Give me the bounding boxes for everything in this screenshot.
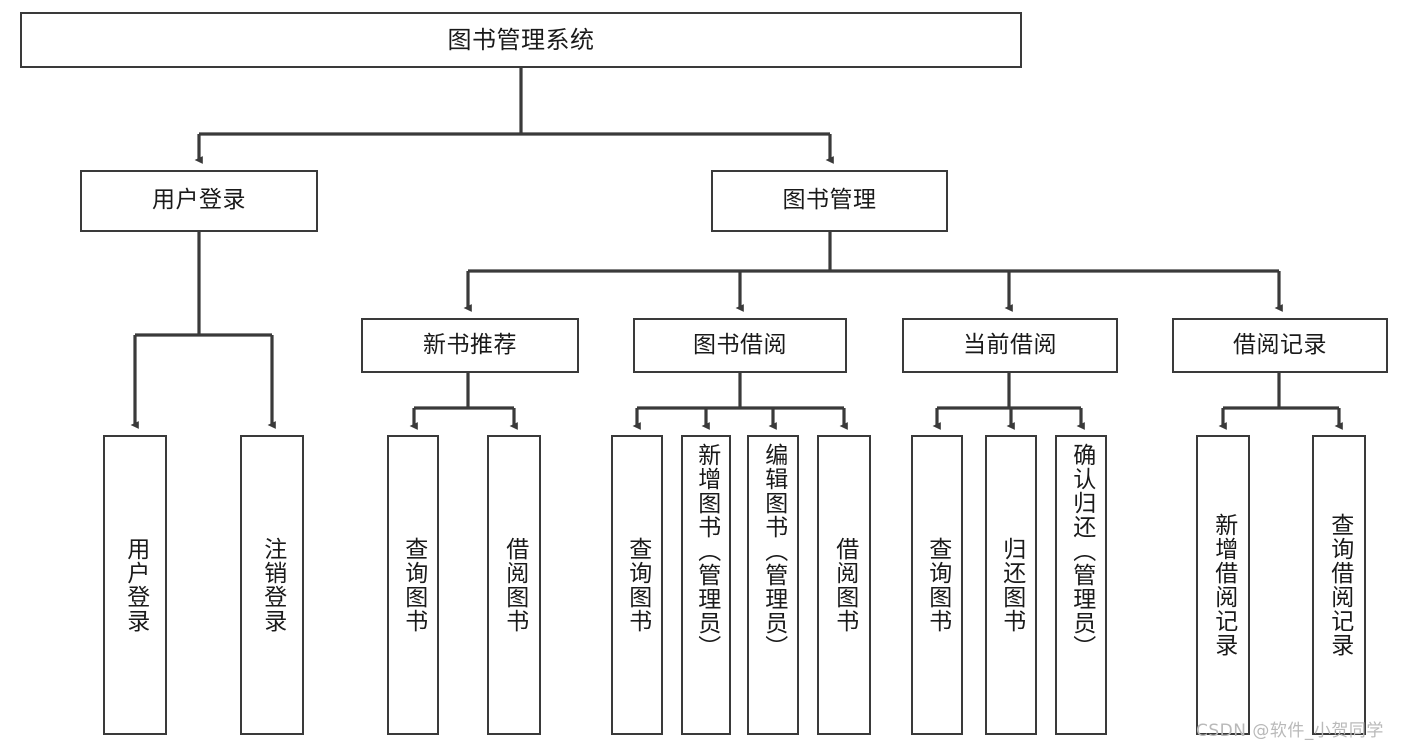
node-root-system[interactable]: 图书管理系统	[20, 12, 1022, 68]
node-leaf-query-borrow-record[interactable]: 查询借阅记录	[1312, 435, 1366, 735]
node-leaf-query-book-borrow[interactable]: 查询图书	[611, 435, 663, 735]
node-new-book-recommend[interactable]: 新书推荐	[361, 318, 579, 373]
node-leaf-borrow-book[interactable]: 借阅图书	[817, 435, 871, 735]
node-leaf-add-book-admin[interactable]: 新增图书（管理员）	[681, 435, 731, 735]
node-leaf-borrow-book-recommend[interactable]: 借阅图书	[487, 435, 541, 735]
node-leaf-confirm-return-admin[interactable]: 确认归还（管理员）	[1055, 435, 1107, 735]
csdn-watermark: CSDN @软件_小贺同学	[1196, 721, 1384, 741]
node-borrow-record[interactable]: 借阅记录	[1172, 318, 1388, 373]
node-leaf-logout[interactable]: 注销登录	[240, 435, 304, 735]
node-leaf-user-login[interactable]: 用户登录	[103, 435, 167, 735]
node-current-borrow[interactable]: 当前借阅	[902, 318, 1118, 373]
node-leaf-add-borrow-record[interactable]: 新增借阅记录	[1196, 435, 1250, 735]
node-book-management[interactable]: 图书管理	[711, 170, 948, 232]
node-leaf-edit-book-admin[interactable]: 编辑图书（管理员）	[747, 435, 799, 735]
node-user-login[interactable]: 用户登录	[80, 170, 318, 232]
node-leaf-return-book[interactable]: 归还图书	[985, 435, 1037, 735]
node-book-borrow[interactable]: 图书借阅	[633, 318, 847, 373]
node-leaf-query-book-current[interactable]: 查询图书	[911, 435, 963, 735]
node-leaf-query-book-recommend[interactable]: 查询图书	[387, 435, 439, 735]
